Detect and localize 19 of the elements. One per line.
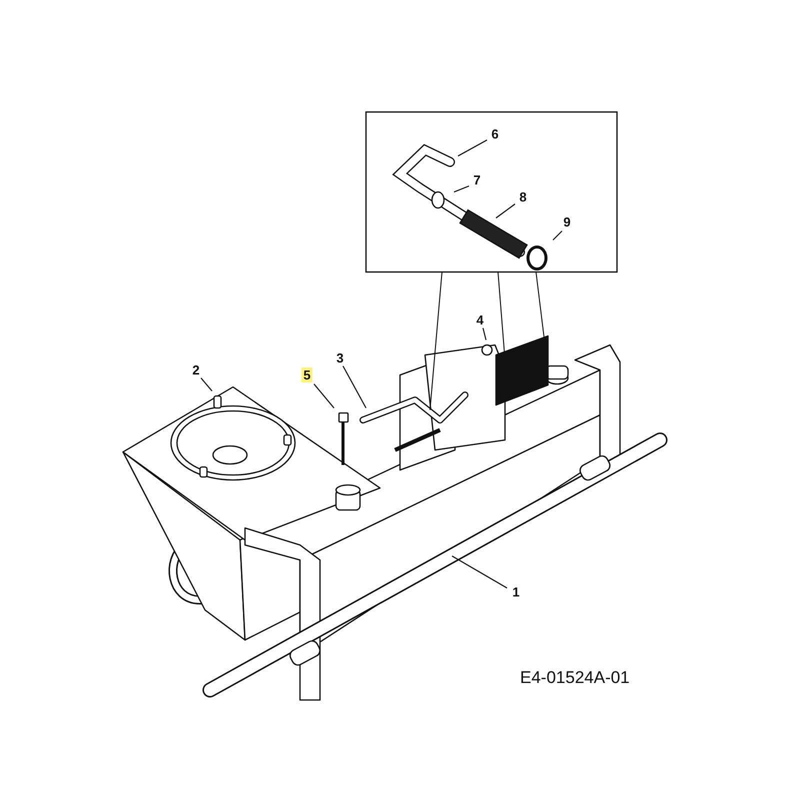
callout-number: 9 <box>561 214 573 230</box>
callout-number: 8 <box>517 190 529 204</box>
leader-line <box>458 140 488 156</box>
leader-line <box>200 378 212 392</box>
callout-number: 4 <box>474 312 486 328</box>
leader-line <box>496 204 516 218</box>
callout-number: 6 <box>489 126 501 142</box>
callout-number: 1 <box>510 584 522 600</box>
callout-number: 7 <box>471 172 483 188</box>
callout-number: 5 <box>301 368 313 382</box>
leader-line <box>552 230 562 240</box>
leader-line <box>314 384 334 408</box>
callout-number: 2 <box>190 362 202 378</box>
leader-line <box>482 328 487 340</box>
leader-line <box>454 185 470 193</box>
leader-line <box>452 556 508 588</box>
leader-line <box>342 366 366 408</box>
callout-number: 3 <box>334 350 346 366</box>
drawing-number: E4-01524A-01 <box>520 668 630 688</box>
